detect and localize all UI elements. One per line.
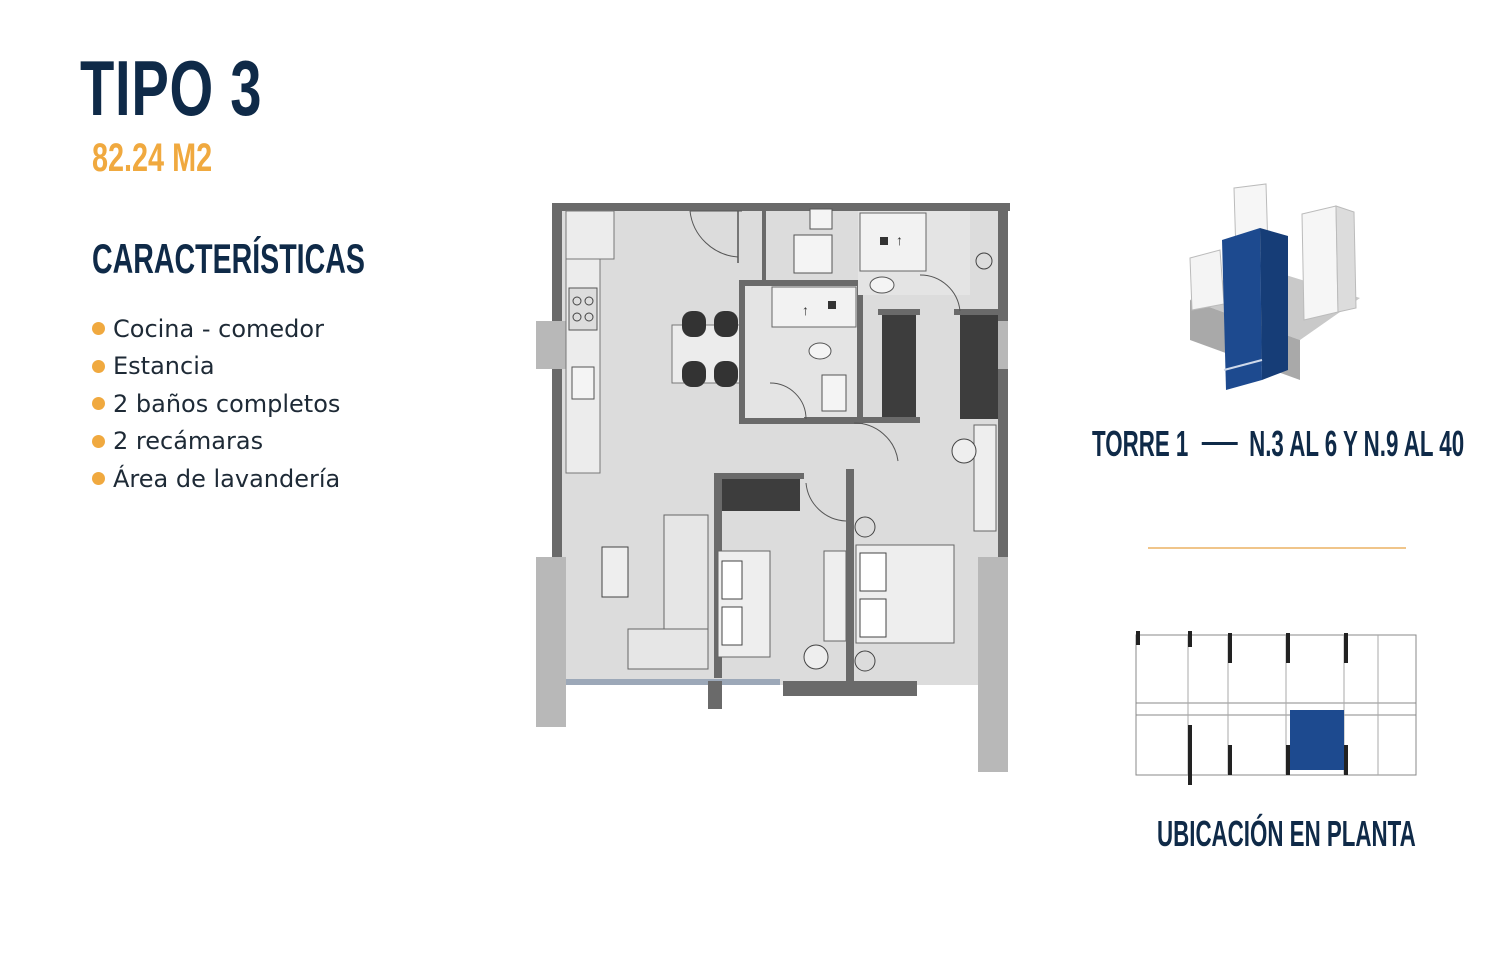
sink — [571, 366, 595, 400]
water-heater-icon — [975, 252, 993, 270]
bullet-dot-icon — [92, 397, 105, 411]
chair-icon — [951, 438, 977, 464]
column — [978, 557, 1008, 772]
bullet-dot-icon — [92, 434, 105, 448]
feature-label: 2 baños completos — [113, 389, 341, 418]
drain-icon — [828, 301, 836, 309]
sofa-chaise — [627, 628, 709, 670]
wall-top — [552, 203, 1010, 211]
bath-door-swing — [919, 274, 961, 312]
bedroom-door-swing — [805, 482, 847, 522]
fridge — [565, 210, 615, 260]
washer — [809, 208, 833, 230]
bullet-dot-icon — [92, 322, 105, 336]
tower-levels-label: TORRE 1 N.3 AL 6 Y N.9 AL 40 — [1092, 424, 1464, 464]
bullet-dot-icon — [92, 359, 105, 373]
column — [536, 321, 566, 369]
tower-white-left — [1189, 249, 1225, 311]
pillow — [721, 606, 743, 646]
tower-1-highlight — [1222, 228, 1288, 390]
coffee-table — [601, 546, 629, 598]
pillow — [859, 598, 887, 638]
wall-bottom — [783, 681, 917, 696]
features-list: Cocina - comedor Estancia 2 baños comple… — [92, 310, 340, 498]
fan-icon — [854, 516, 876, 538]
tower-white-right — [1301, 205, 1357, 321]
laundry — [793, 234, 833, 274]
burner-icon — [572, 312, 582, 322]
feature-item: 2 recámaras — [92, 423, 340, 461]
floor-plan: ↑ ↑ — [536, 203, 1010, 772]
pillow — [721, 560, 743, 600]
dining-chairs — [682, 311, 738, 387]
burner-icon — [584, 296, 594, 306]
feature-item: 2 baños completos — [92, 385, 340, 423]
closet-right — [973, 424, 997, 532]
fan-icon — [854, 650, 876, 672]
site-plan — [1135, 631, 1417, 785]
tower-rendering — [1189, 183, 1360, 390]
wall-right — [998, 203, 1008, 558]
feature-label: Cocina - comedor — [113, 314, 324, 343]
feature-item: Estancia — [92, 348, 340, 386]
balcony-glass — [566, 679, 780, 685]
shower-arrow-icon: ↑ — [802, 302, 809, 318]
feature-label: Estancia — [113, 352, 215, 381]
location-label: UBICACIÓN EN PLANTA — [1157, 813, 1416, 854]
pillow — [859, 552, 887, 592]
feature-label: 2 recámaras — [113, 427, 264, 456]
column — [536, 557, 566, 727]
feature-label: Área de lavandería — [113, 464, 341, 493]
wardrobe — [823, 550, 847, 642]
wall-left — [552, 203, 562, 558]
entry-door-swing — [689, 210, 742, 258]
tower-levels: N.3 AL 6 Y N.9 AL 40 — [1249, 423, 1465, 464]
feature-item: Cocina - comedor — [92, 310, 340, 348]
unit-location-highlight — [1290, 710, 1344, 770]
closet-hatch — [718, 315, 998, 511]
wall-stub — [708, 681, 722, 709]
vanity-1 — [821, 374, 847, 412]
toilet-1 — [808, 342, 832, 360]
shower-1 — [771, 286, 857, 328]
bullet-dot-icon — [92, 472, 105, 486]
burner-icon — [584, 312, 594, 322]
toilet-2 — [869, 276, 895, 294]
unit-area: 82.24 M2 — [92, 136, 213, 180]
dash-separator — [1201, 441, 1238, 445]
section-divider — [1148, 547, 1406, 549]
feature-item: Área de lavandería — [92, 460, 340, 498]
stove — [568, 287, 598, 331]
unit-type-title: TIPO 3 — [80, 44, 263, 132]
chair-icon — [803, 644, 829, 670]
tower-name: TORRE 1 — [1092, 423, 1189, 464]
bedroom-door-swing — [853, 422, 899, 462]
bath-door-swing — [769, 382, 807, 420]
burner-icon — [572, 296, 582, 306]
features-heading: CARACTERÍSTICAS — [92, 235, 365, 282]
shower-2 — [859, 212, 927, 272]
drain-icon — [880, 237, 888, 245]
shower-arrow-icon: ↑ — [896, 232, 903, 248]
plan-columns — [1136, 631, 1348, 785]
